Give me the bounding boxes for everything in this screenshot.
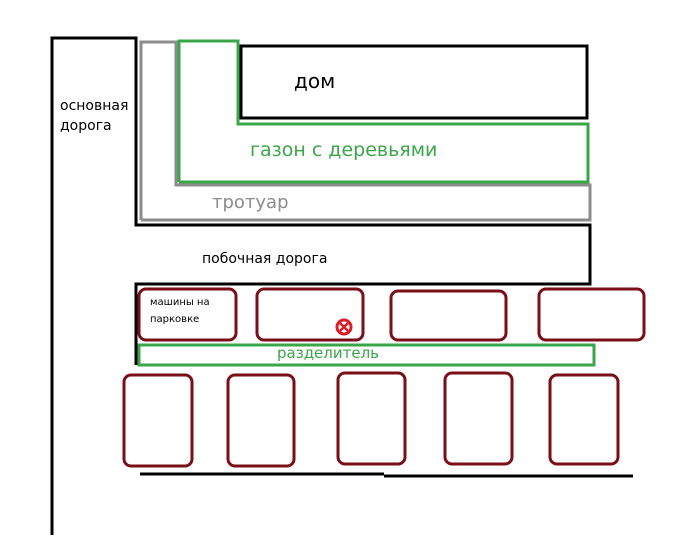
parked-car [336, 371, 407, 466]
parking-row-bottom [122, 371, 620, 468]
sidewalk-label: тротуар [212, 192, 289, 213]
crossed-circle-icon [335, 318, 353, 336]
parked-cars-label: машины на парковке [150, 297, 210, 325]
lawn-outline [177, 39, 590, 184]
sidewalk-outline [139, 40, 592, 222]
parked-car [137, 287, 238, 342]
parked-car [537, 287, 646, 342]
parked-car [255, 287, 365, 342]
main-road-label: основная дорога [60, 98, 129, 134]
main-road-outline [50, 36, 592, 535]
divider-label: разделитель [277, 344, 380, 362]
divider-outline [137, 343, 596, 367]
parking-row-top [137, 287, 646, 342]
parked-car [443, 371, 514, 466]
lawn-label: газон с деревьями [250, 139, 438, 161]
house-outline [239, 44, 589, 120]
parked-car [389, 289, 508, 342]
house-label: дом [294, 69, 336, 93]
parked-car [226, 373, 296, 468]
side-road-label: побочная дорога [202, 251, 328, 267]
parked-car [122, 373, 194, 468]
parked-car [548, 373, 620, 466]
